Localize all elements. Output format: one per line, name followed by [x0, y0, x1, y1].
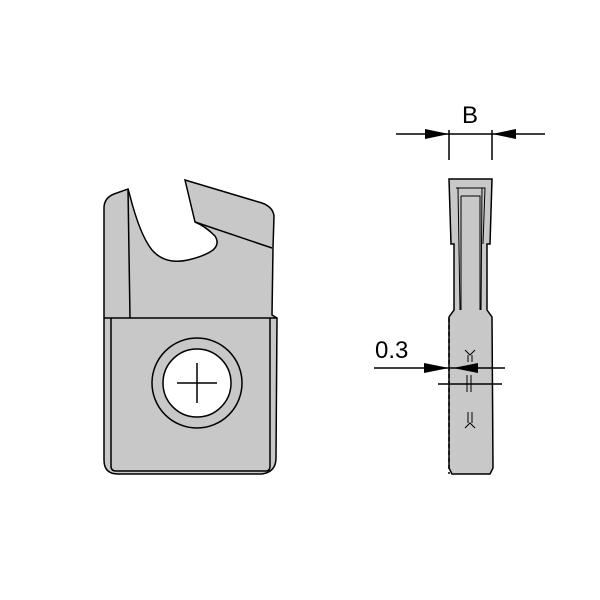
insert-side-view [448, 178, 494, 475]
dimension-offset [374, 363, 505, 385]
insert-body [103, 178, 278, 475]
insert-front-view [103, 178, 278, 475]
insert-inner-line [110, 318, 271, 472]
side-body [448, 178, 494, 475]
dimension-offset-label: 0.3 [375, 337, 408, 364]
dimension-b-label: B [462, 102, 478, 129]
dimension-b [396, 129, 545, 160]
